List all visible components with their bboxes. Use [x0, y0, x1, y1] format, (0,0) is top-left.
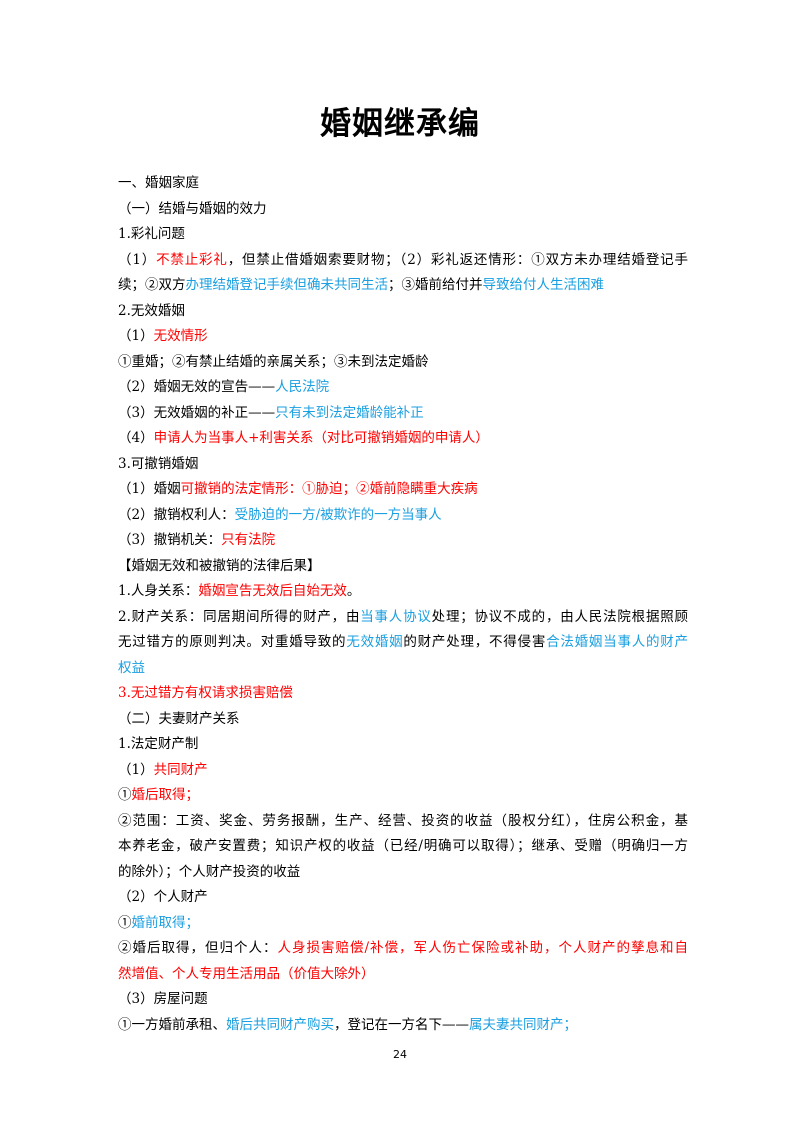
text-segment: （1）婚姻: [118, 481, 181, 497]
text-line: 1.彩礼问题: [118, 222, 688, 248]
highlighted-text: 共同财产: [153, 761, 208, 778]
highlighted-text: 人民法院: [275, 379, 330, 395]
highlighted-text: 可撤销的法定情形：①胁迫；②婚前隐瞒重大疾病: [180, 481, 478, 497]
text-segment: 3.可撤销婚姻: [118, 455, 199, 472]
text-segment: 【婚姻无效和被撤销的法律后果】: [118, 557, 321, 574]
highlighted-text: 合法婚姻当事人的财产: [546, 634, 688, 650]
text-line: 续；②双方办理结婚登记手续但确未共同生活；③婚前给付并导致给付人生活困难: [118, 273, 688, 299]
text-segment: （二）夫妻财产关系: [118, 710, 240, 727]
text-line: （1）婚姻可撤销的法定情形：①胁迫；②婚前隐瞒重大疾病: [118, 477, 688, 503]
text-line: 权益: [118, 656, 688, 682]
text-line: 【婚姻无效和被撤销的法律后果】: [118, 554, 688, 580]
text-line: ②婚后取得，但归个人：人身损害赔偿/补偿，军人伤亡保险或补助，个人财产的孳息和自: [118, 936, 688, 962]
text-segment: 1.彩礼问题: [118, 226, 185, 242]
text-segment: （3）无效婚姻的补正——: [118, 404, 276, 421]
text-line: （二）夫妻财产关系: [118, 707, 688, 733]
text-line: （2）婚姻无效的宣告——人民法院: [118, 375, 688, 401]
highlighted-text: 导致给付人生活困难: [482, 277, 605, 293]
highlighted-text: 婚姻宣告无效后自始无效: [198, 583, 347, 599]
text-line: ②范围：工资、奖金、劳务报酬，生产、经营、投资的收益（股权分红），住房公积金，基: [118, 809, 688, 835]
highlighted-text: 人身损害赔偿/补偿，军人伤亡保险或补助，个人财产的孳息和自: [277, 940, 688, 956]
highlighted-text: 只有法院: [221, 532, 276, 548]
highlighted-text: 只有未到法定婚龄能补正: [275, 404, 424, 421]
text-line: 然增值、个人专用生活用品（价值大除外）: [118, 962, 688, 988]
text-line: 无过错方的原则判决。对重婚导致的无效婚姻的财产处理，不得侵害合法婚姻当事人的财产: [118, 630, 688, 656]
text-segment: （一）结婚与婚姻的效力: [118, 200, 267, 217]
highlighted-text: 婚后共同财产购买: [226, 1016, 334, 1033]
text-line: （4）申请人为当事人+利害关系（对比可撤销婚姻的申请人）: [118, 426, 688, 452]
text-line: 的除外）；个人财产投资的收益: [118, 860, 688, 886]
text-segment: ；③婚前给付并: [388, 277, 483, 293]
text-line: 1.人身关系：婚姻宣告无效后自始无效。: [118, 579, 688, 605]
highlighted-text: 不禁止彩礼: [156, 251, 228, 268]
page-title: 婚姻继承编: [320, 106, 480, 142]
text-segment: 1.人身关系：: [118, 583, 199, 599]
text-line: 3.无过错方有权请求损害赔偿: [118, 681, 688, 707]
text-segment: （4）: [118, 430, 154, 446]
text-line: 一、婚姻家庭: [118, 171, 688, 197]
highlighted-text: 属夫妻共同财产；: [469, 1016, 577, 1033]
text-line: ①婚后取得；: [118, 783, 688, 809]
highlighted-text: 受胁迫的一方/被欺诈的一方当事人: [234, 506, 442, 523]
text-segment: 1.法定财产制: [118, 736, 199, 752]
text-segment: （1）: [118, 761, 154, 778]
text-line: （3）撤销机关：只有法院: [118, 528, 688, 554]
highlighted-text: 然增值、个人专用生活用品（价值大除外）: [118, 965, 375, 982]
highlighted-text: 婚后取得；: [131, 787, 200, 803]
text-segment: 本养老金，破产安置费；知识产权的收益（已经/明确可以取得）；继承、受赠（明确归一…: [118, 838, 688, 854]
text-segment: 一、婚姻家庭: [118, 175, 199, 191]
highlighted-text: 当事人协议: [360, 608, 432, 625]
text-line: （1）不禁止彩礼，但禁止借婚姻索要财物；（2）彩礼返还情形：①双方未办理结婚登记…: [118, 248, 688, 274]
text-line: 本养老金，破产安置费；知识产权的收益（已经/明确可以取得）；继承、受赠（明确归一…: [118, 834, 688, 860]
text-segment: ①重婚；②有禁止结婚的亲属关系；③未到法定婚龄: [118, 353, 429, 370]
text-line: （3）房屋问题: [118, 987, 688, 1013]
text-segment: ②婚后取得，但归个人：: [118, 940, 278, 956]
text-segment: ②范围：工资、奖金、劳务报酬，生产、经营、投资的收益（股权分红），住房公积金，基: [118, 812, 688, 829]
text-line: （1）无效情形: [118, 324, 688, 350]
text-line: （一）结婚与婚姻的效力: [118, 197, 688, 223]
text-segment: 处理；协议不成的，由人民法院根据照顾: [431, 608, 688, 625]
text-segment: 。: [346, 583, 361, 599]
highlighted-text: 权益: [118, 659, 145, 676]
text-segment: 的除外）；个人财产投资的收益: [118, 863, 301, 880]
text-segment: （1）: [118, 251, 157, 268]
highlighted-text: 无效婚姻: [346, 634, 404, 650]
text-segment: ，但禁止借婚姻索要财物；（2）彩礼返还情形：①双方未办理结婚登记手: [227, 251, 688, 268]
text-segment: ①: [118, 787, 132, 803]
highlighted-text: 无效情形: [153, 328, 208, 344]
highlighted-text: 3.无过错方有权请求损害赔偿: [118, 685, 293, 701]
text-segment: 续；②双方: [118, 277, 186, 293]
text-segment: （3）撤销机关：: [118, 532, 222, 548]
highlighted-text: 申请人为当事人+利害关系（对比可撤销婚姻的申请人）: [153, 430, 489, 446]
text-line: ①一方婚前承租、婚后共同财产购买，登记在一方名下——属夫妻共同财产；: [118, 1013, 688, 1039]
highlighted-text: 办理结婚登记手续但确未共同生活: [185, 277, 389, 293]
text-line: 2.无效婚姻: [118, 299, 688, 325]
text-line: ①婚前取得；: [118, 911, 688, 937]
text-line: （2）个人财产: [118, 885, 688, 911]
text-segment: 2.无效婚姻: [118, 302, 185, 319]
text-segment: （1）: [118, 328, 154, 344]
text-line: （3）无效婚姻的补正——只有未到法定婚龄能补正: [118, 401, 688, 427]
text-segment: ，登记在一方名下——: [334, 1016, 469, 1033]
text-line: 2.财产关系：同居期间所得的财产，由当事人协议处理；协议不成的，由人民法院根据照…: [118, 605, 688, 631]
text-segment: ①一方婚前承租、: [118, 1016, 226, 1033]
text-segment: （2）撤销权利人：: [118, 506, 235, 523]
text-line: 3.可撤销婚姻: [118, 452, 688, 478]
text-segment: 2.财产关系：同居期间所得的财产，由: [118, 608, 361, 625]
text-segment: （2）婚姻无效的宣告——: [118, 379, 276, 395]
text-line: 1.法定财产制: [118, 732, 688, 758]
text-line: ①重婚；②有禁止结婚的亲属关系；③未到法定婚龄: [118, 350, 688, 376]
text-line: （1）共同财产: [118, 758, 688, 784]
text-segment: （2）个人财产: [118, 889, 208, 905]
text-segment: ①: [118, 914, 132, 931]
highlighted-text: 婚前取得；: [131, 914, 200, 931]
text-segment: 的财产处理，不得侵害: [403, 634, 547, 650]
text-segment: （3）房屋问题: [118, 991, 208, 1007]
text-segment: 无过错方的原则判决。对重婚导致的: [118, 634, 347, 650]
page-number: 24: [393, 1048, 407, 1061]
text-line: （2）撤销权利人：受胁迫的一方/被欺诈的一方当事人: [118, 503, 688, 529]
